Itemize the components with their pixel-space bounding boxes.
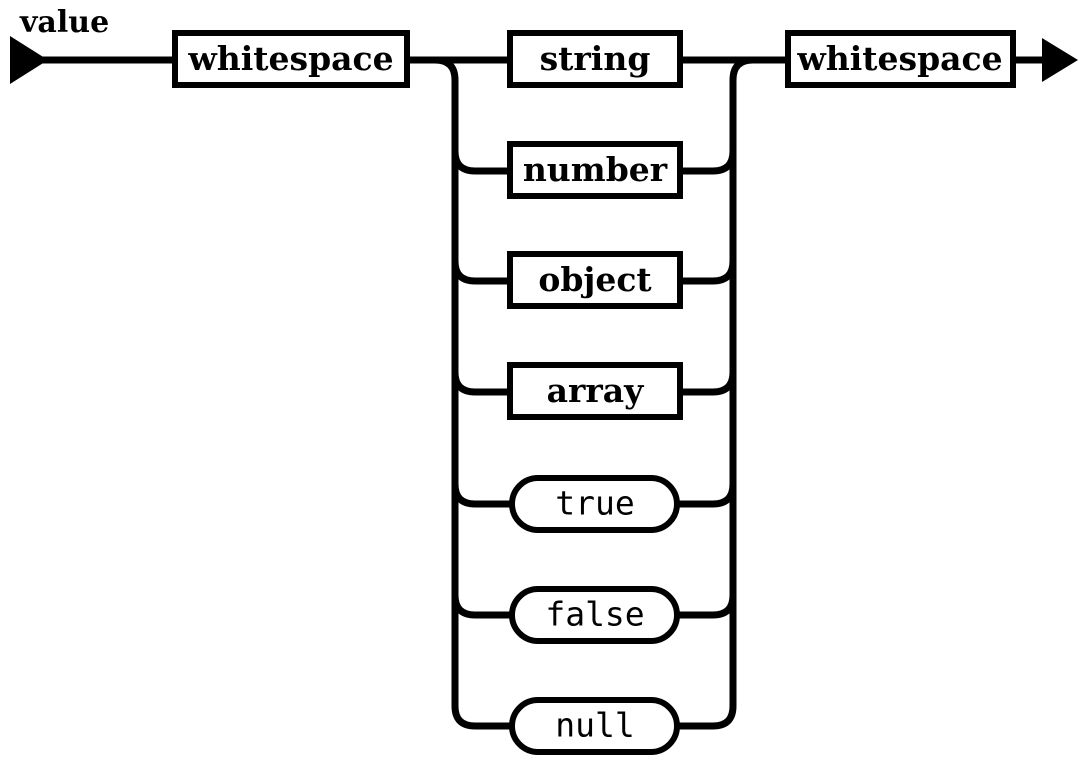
rail-fork-left-spine	[434, 56, 476, 730]
rail-join-right-true	[677, 483, 737, 508]
node-string-box	[507, 30, 683, 88]
node-null-box	[509, 697, 680, 755]
rail-fork-left-object	[451, 260, 510, 285]
rail-join-right-false	[677, 594, 737, 619]
start-arrow-icon	[10, 36, 48, 84]
rail-fork-left-true	[451, 483, 512, 508]
rule-name-label: value	[19, 5, 109, 40]
node-object-box	[507, 251, 683, 309]
node-whitespace-right[interactable]: whitespace	[785, 30, 1016, 88]
node-array-box	[507, 362, 683, 420]
node-true-label: true	[555, 484, 634, 523]
rail-join-right-array	[680, 371, 737, 396]
node-number-box	[507, 141, 683, 199]
node-null[interactable]: null	[509, 697, 680, 755]
node-array-label: array	[547, 371, 645, 410]
node-object[interactable]: object	[507, 251, 683, 309]
node-object-label: object	[538, 260, 652, 299]
node-null-label: null	[555, 706, 634, 745]
node-whitespace-left[interactable]: whitespace	[172, 30, 410, 88]
node-true[interactable]: true	[509, 475, 680, 533]
rail-join-right-object	[680, 260, 737, 285]
rail-fork-left-array	[451, 371, 510, 396]
rail-join-right-number	[680, 150, 737, 175]
node-false[interactable]: false	[509, 586, 680, 644]
node-number-label: number	[523, 150, 668, 189]
node-number[interactable]: number	[507, 141, 683, 199]
node-whitespace-left-label: whitespace	[187, 39, 393, 78]
rail-fork-left-false	[451, 594, 512, 619]
node-string-label: string	[540, 39, 651, 78]
node-false-label: false	[545, 595, 644, 634]
node-array[interactable]: array	[507, 362, 683, 420]
end-arrow-icon	[1042, 38, 1078, 82]
rail-fork-left-number	[451, 150, 510, 175]
node-string[interactable]: string	[507, 30, 683, 88]
node-whitespace-right-label: whitespace	[796, 39, 1002, 78]
node-true-box	[509, 475, 680, 533]
node-false-box	[509, 586, 680, 644]
